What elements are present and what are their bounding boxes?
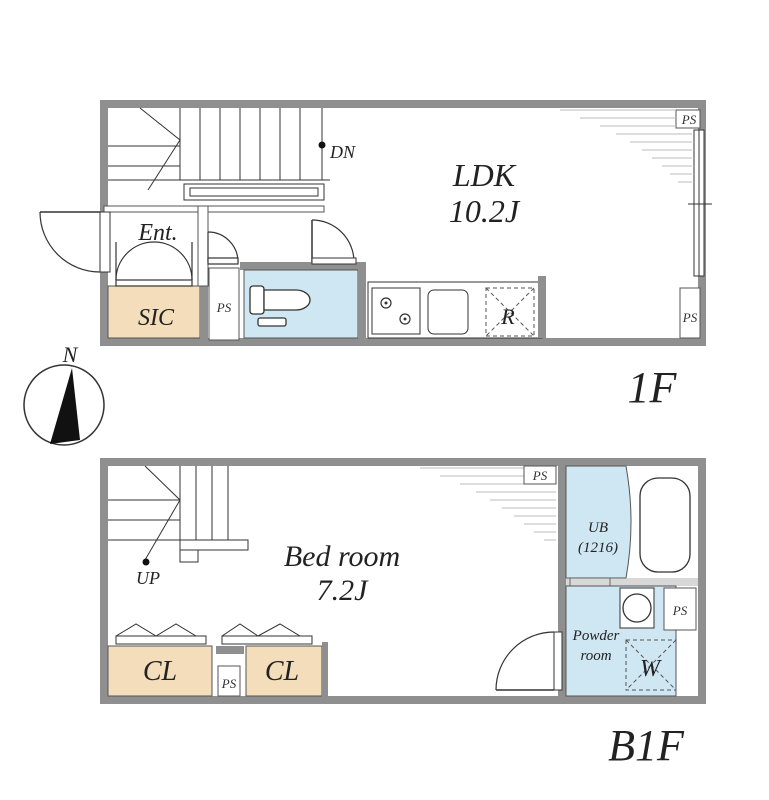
floor-label-b1f: B1F [608,721,685,770]
closet-label: CL [143,656,177,687]
ps-label: PS [216,300,232,315]
closet-doors [115,623,313,645]
ps-label: PS [682,310,698,325]
stairs-up-label: UP [136,568,160,588]
closet-left [107,645,213,697]
closet-label: CL [265,656,299,687]
ps-label: PS [221,676,237,691]
wall-ps-b1f [216,646,244,654]
toilet-door [311,219,357,265]
powder-room-door [495,631,563,691]
entrance-partition [197,205,209,287]
light-hatch-1f [560,109,692,183]
ps-shaft-1f-c [679,287,701,339]
wall-wet-left [558,466,566,696]
bath-label: UB [588,520,608,536]
ps-shaft-1f-a [208,267,240,341]
ldk-label: LDK [452,157,517,193]
ps-shaft-b1f-b [523,465,557,485]
kitchen-counter [367,281,543,339]
bath-room [565,465,632,579]
floor-b1f: UP CL PS CL PS [100,458,706,770]
toilet-icon [249,285,311,327]
ldk-size: 10.2J [449,193,521,229]
stairs-b1f [108,465,249,563]
compass: N [23,342,105,446]
shoe-cabinet-doors [115,241,193,287]
wall-toilet-right [358,262,366,342]
stairs-dn-label: DN [329,142,356,162]
closet-right [245,645,323,697]
stove-icon [380,297,411,325]
floor-label-1f: 1F [628,363,678,412]
ps-label: PS [532,468,548,483]
floor-1f: SIC PS [39,100,712,412]
bedroom-label: Bed room [284,540,400,573]
ps-label: PS [681,112,697,127]
up-marker-icon [142,558,150,566]
light-hatch-b1f [420,467,556,541]
north-arrow-icon [50,368,80,444]
powder-room-label-2: room [580,648,611,664]
bath-size: (1216) [578,540,618,556]
sic-label: SIC [138,305,175,331]
bathtub-icon [639,477,691,573]
wall-sic-right [200,262,208,342]
front-door[interactable] [39,211,111,273]
refrigerator-label: R [500,304,515,329]
wall-bath-bottom [566,578,702,586]
compass-north-label: N [62,342,79,367]
wall-closet-right [322,642,328,700]
ps-shaft-b1f-a [217,665,241,697]
wall-toilet-top [240,262,366,270]
entrance-step [103,205,325,213]
wall-kitchen-right [538,276,546,338]
ps-label: PS [672,603,688,618]
washer-space [625,639,677,691]
window-1f [688,129,712,277]
powder-room-label: Powder [572,628,620,644]
washbasin-bowl-icon [622,593,652,623]
dn-marker-icon [318,141,326,149]
stairs-1f [108,107,330,201]
bedroom-size: 7.2J [317,574,370,607]
ps-shaft-1f-b [675,109,701,129]
exterior-wall-b1f [100,458,706,704]
ps-door-1f [207,231,239,265]
ps-shaft-b1f-c [663,587,697,631]
refrigerator-space [485,287,535,337]
sink-icon [427,289,469,335]
washer-label: W [640,656,662,682]
